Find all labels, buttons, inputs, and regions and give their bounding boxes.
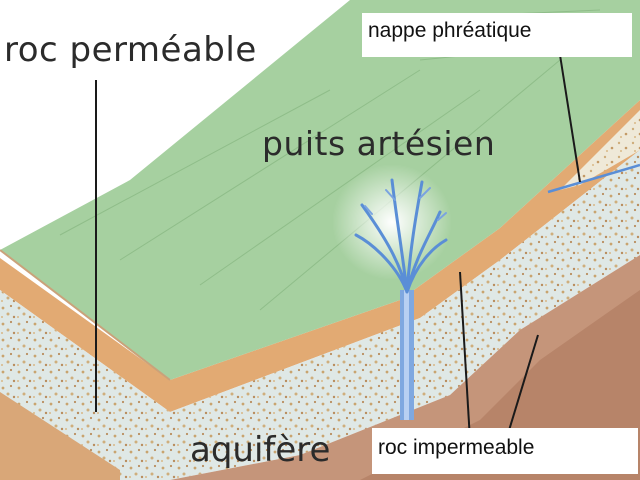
artesian-well (332, 164, 452, 420)
label-aquifere: aquifère (190, 430, 331, 470)
surface-plane (0, 0, 640, 380)
front-face-strata (0, 258, 170, 480)
water-spray (354, 178, 448, 294)
cut-aquifer (170, 150, 640, 480)
label-puits-artesien: puits artésien (262, 124, 496, 163)
water-table-line (547, 163, 640, 194)
label-nappe-phreatique: nappe phréatique (362, 13, 632, 57)
cut-topsoil (170, 100, 640, 412)
label-roc-permeable: roc perméable (4, 30, 257, 70)
label-roc-impermeable: roc impermeable (372, 428, 638, 474)
front-lower-bed (0, 392, 120, 480)
front-topsoil (0, 258, 170, 412)
leader-aquifere (459, 271, 471, 441)
unsaturated-zone (560, 110, 640, 190)
leader-nappe (559, 54, 581, 183)
leader-lines (95, 54, 581, 461)
